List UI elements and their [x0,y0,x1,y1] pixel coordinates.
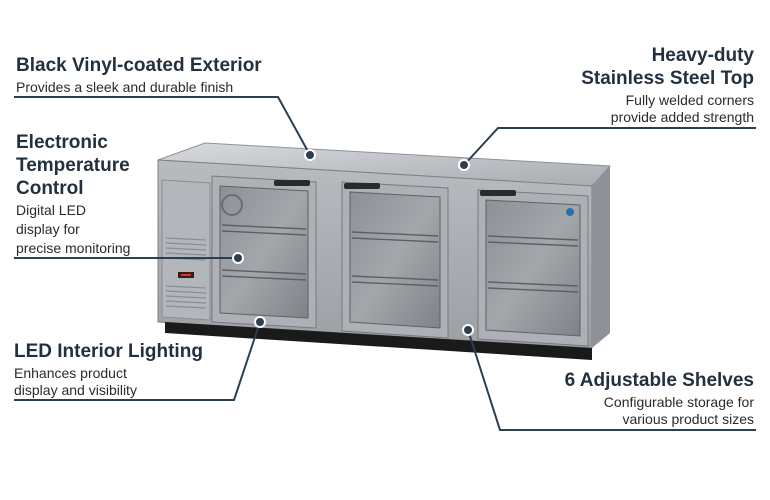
exterior-title: Black Vinyl-coated Exterior [16,55,262,76]
top-title-line2: Stainless Steel Top [581,68,754,89]
temperature-desc-line2: display for [16,221,80,237]
door-left [211,175,317,329]
temperature-desc-line3: precise monitoring [16,240,131,256]
leader-shelves [467,329,756,431]
temperature-title-line2: Temperature [16,155,130,176]
black-base [165,322,592,360]
temperature-desc-line1: Digital LED [16,202,87,218]
leader-exterior [14,96,311,156]
exterior-desc: Provides a sleek and durable finish [16,79,234,95]
callout-shelves: 6 Adjustable Shelves Configurable storag… [565,369,754,428]
callout-temperature: Electronic Temperature Control Digital L… [16,131,130,257]
temperature-title-line3: Control [16,178,84,199]
lighting-title: LED Interior Lighting [14,341,203,362]
lighting-desc-line1: Enhances product [14,365,127,381]
shelves-title: 6 Adjustable Shelves [564,370,754,391]
shelves-desc-line1: Configurable storage for [603,394,754,410]
callout-top: Heavy-duty Stainless Steel Top Fully wel… [581,44,754,126]
callout-lighting: LED Interior Lighting Enhances product d… [14,340,203,399]
shelves-desc-line2: various product sizes [622,411,754,427]
leader-lines [14,96,756,431]
door-middle [341,181,449,339]
leader-lighting [14,321,261,401]
compressor-grille [161,179,211,321]
top-title-line1: Heavy-duty [651,45,754,66]
door-right [477,189,589,347]
lighting-desc-line2: display and visibility [14,382,137,398]
top-desc-line2: provide added strength [610,109,754,125]
top-desc-line1: Fully welded corners [625,92,754,108]
leader-top [463,127,756,166]
callout-exterior: Black Vinyl-coated Exterior Provides a s… [16,54,262,96]
temperature-title-line1: Electronic [16,132,108,153]
